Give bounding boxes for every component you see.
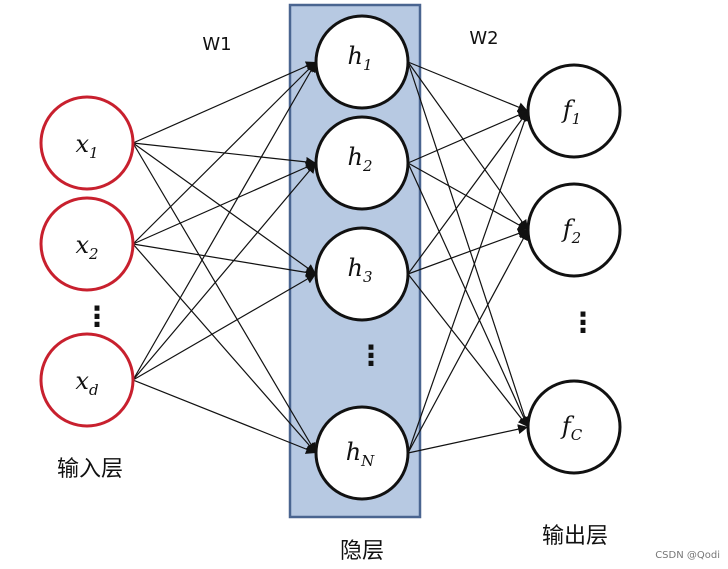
weight-label-w2: W2 <box>469 28 498 49</box>
node-label-hidden-3: h3 <box>347 254 372 286</box>
layer-label-input: 输入层 <box>57 457 123 482</box>
w2-edge-4-3 <box>407 424 529 454</box>
node-hidden-3 <box>314 226 410 322</box>
w1-edge-1-3 <box>132 142 317 275</box>
node-hidden-N <box>314 405 410 501</box>
w1-edge-3-1 <box>132 61 317 381</box>
node-label-input-1: x1 <box>75 130 98 162</box>
node-label-hidden-N: hN <box>346 438 375 470</box>
output-layer-nodes: f1 f2 fC ⋮ <box>526 63 622 475</box>
layer-label-output: 输出层 <box>542 524 608 549</box>
w2-edge-3-2 <box>407 228 529 275</box>
input-ellipsis: ⋮ <box>83 300 111 333</box>
hidden-layer-nodes: h1 h2 h3 hN ⋮ <box>314 14 410 501</box>
w2-edge-1-1 <box>407 61 529 112</box>
w1-edge-1-4 <box>132 142 317 454</box>
node-label-input-d: xd <box>75 367 98 399</box>
w2-edge-4-1 <box>407 110 530 454</box>
node-output-1 <box>526 63 622 159</box>
w2-edge-3-1 <box>407 110 529 275</box>
w1-edge-2-3 <box>132 243 317 278</box>
w1-edge-2-2 <box>132 162 317 245</box>
connections <box>132 61 530 454</box>
w1-edge-3-3 <box>132 273 317 381</box>
node-output-2 <box>526 182 622 278</box>
weight-label-w1: W1 <box>202 34 231 55</box>
hidden-ellipsis: ⋮ <box>357 339 385 372</box>
node-input-d <box>39 332 135 428</box>
node-output-C <box>526 379 622 475</box>
w2-edge-2-2 <box>407 162 529 231</box>
w2-edge-3-3 <box>407 273 529 428</box>
w2-edge-1-2 <box>407 61 529 231</box>
w1-edge-3-4 <box>132 379 317 454</box>
w1-edge-2-4 <box>132 243 317 454</box>
w2-edge-2-3 <box>407 162 529 428</box>
layer-label-hidden: 隐层 <box>340 539 384 564</box>
w2-edge-2-1 <box>407 110 529 164</box>
node-hidden-1 <box>314 14 410 110</box>
w1-edge-3-2 <box>132 162 317 381</box>
node-input-1 <box>39 95 135 191</box>
node-label-hidden-2: h2 <box>347 143 372 175</box>
node-input-2 <box>39 196 135 292</box>
w1-edge-2-1 <box>132 61 317 245</box>
w2-edge-1-3 <box>407 61 530 428</box>
w1-edge-1-1 <box>132 61 317 144</box>
node-label-hidden-1: h1 <box>347 42 372 74</box>
node-hidden-2 <box>314 115 410 211</box>
watermark-text: CSDN @Qodi <box>655 550 720 561</box>
node-label-input-2: x2 <box>75 231 98 263</box>
input-layer-nodes: x1 x2 xd ⋮ <box>39 95 135 428</box>
w2-edge-4-2 <box>407 229 529 454</box>
output-ellipsis: ⋮ <box>569 306 597 339</box>
